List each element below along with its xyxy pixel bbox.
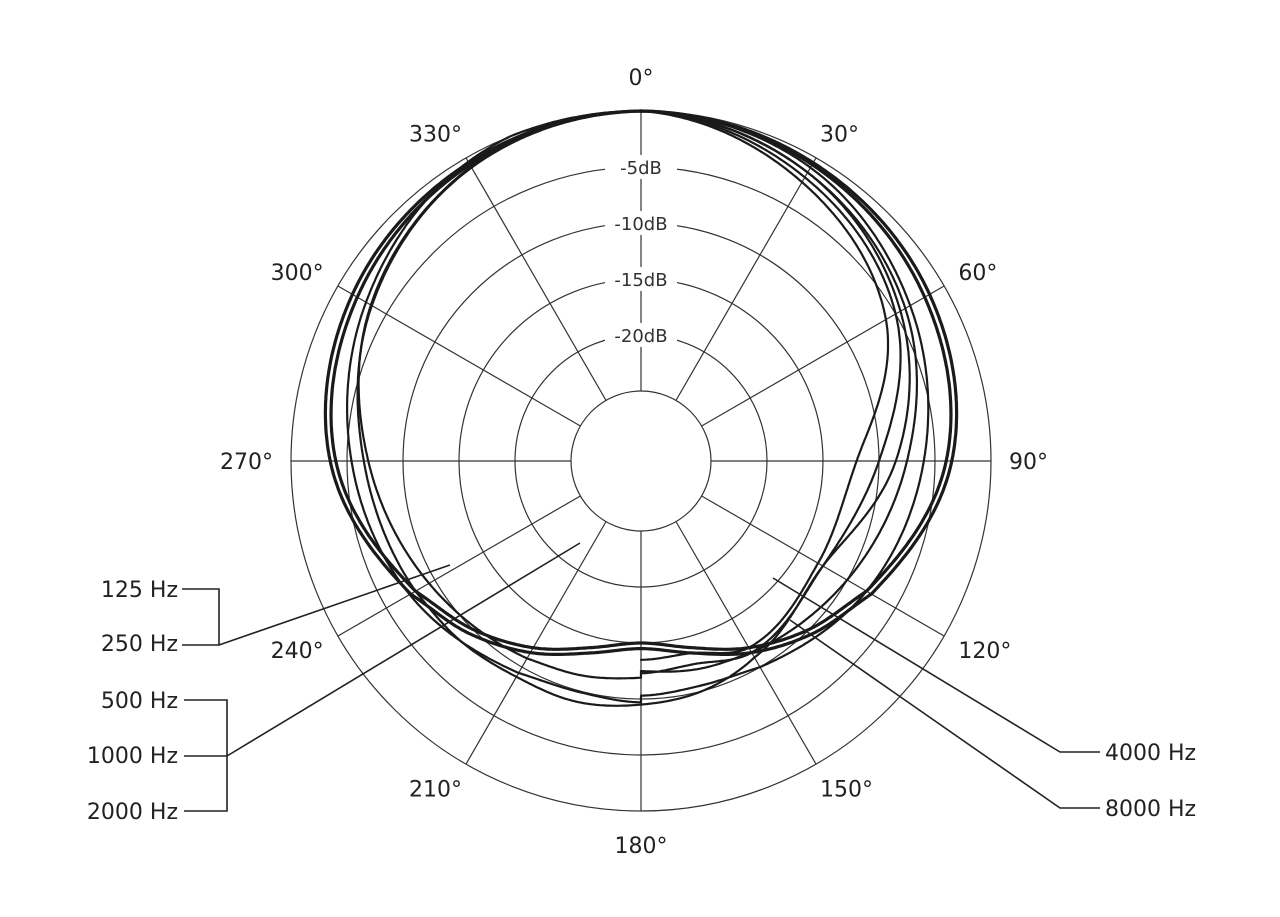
angle-label: 330° <box>409 123 462 148</box>
angle-label: 90° <box>1009 450 1048 475</box>
db-tick-label: -5dB <box>620 158 662 179</box>
response-curve-8000-hz <box>639 109 890 661</box>
angle-label: 150° <box>820 777 873 802</box>
angle-label: 210° <box>409 777 462 802</box>
db-label-background <box>605 323 677 347</box>
grid-spoke <box>337 495 581 637</box>
legend-label: 2000 Hz <box>87 800 178 825</box>
db-label-background <box>605 267 677 291</box>
legend-leader-mid <box>184 542 581 812</box>
legend-label: 1000 Hz <box>87 744 178 769</box>
response-curve-2000-hz <box>357 109 918 680</box>
grid-spoke <box>675 157 817 401</box>
grid-spoke <box>675 521 817 765</box>
angle-label: 270° <box>220 450 273 475</box>
legend: 125 Hz 250 Hz 500 Hz 1000 Hz 2000 Hz 4000 Hz 8… <box>87 542 1196 825</box>
legend-label: 125 Hz <box>101 578 178 603</box>
angle-label: 300° <box>271 261 324 286</box>
grid-spoke <box>337 285 581 427</box>
angle-label: 240° <box>271 639 324 664</box>
db-label-background <box>605 155 677 179</box>
response-curve-250-hz <box>329 109 953 651</box>
axis-labels: -5dB -10dB -15dB -20dB 0° 30° 60° 90° 120° 150° 18… <box>220 66 1048 859</box>
angle-label: 120° <box>958 639 1011 664</box>
response-curve-125-hz <box>323 109 959 656</box>
grid-spoke <box>701 285 945 427</box>
angle-label: 0° <box>629 66 654 91</box>
grid-ring <box>570 390 712 532</box>
response-curve-4000-hz <box>639 109 902 675</box>
legend-leader-4000 <box>772 577 1100 753</box>
angle-label: 60° <box>958 261 997 286</box>
db-tick-label: -10dB <box>614 214 667 235</box>
angle-label: 30° <box>820 123 859 148</box>
db-tick-label: -20dB <box>614 326 667 347</box>
response-curves <box>323 109 959 707</box>
grid-spoke <box>465 157 607 401</box>
legend-label: 8000 Hz <box>1105 797 1196 822</box>
response-curve-1000-hz <box>346 109 930 704</box>
legend-label: 500 Hz <box>101 689 178 714</box>
legend-leader-low <box>182 564 451 646</box>
legend-label: 250 Hz <box>101 632 178 657</box>
db-tick-label: -15dB <box>614 270 667 291</box>
legend-label: 4000 Hz <box>1105 741 1196 766</box>
legend-leader-8000 <box>789 619 1100 809</box>
grid-spoke <box>465 521 607 765</box>
db-label-background <box>605 211 677 235</box>
angle-label: 180° <box>615 834 668 859</box>
